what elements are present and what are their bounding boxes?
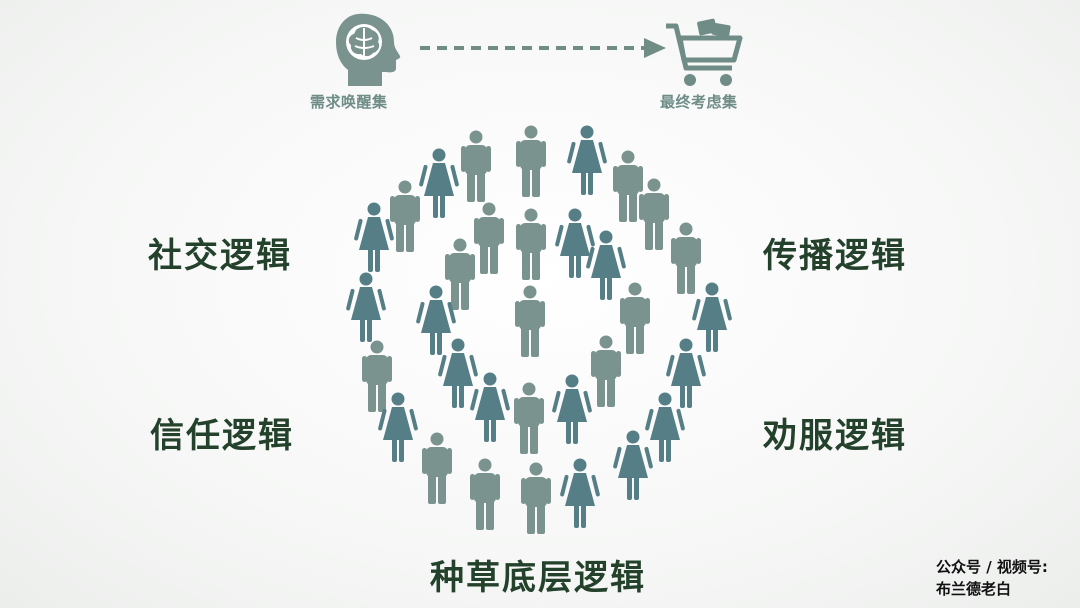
male-person-icon [639,178,669,250]
male-person-icon [474,202,504,274]
female-person-icon [416,285,456,355]
male-person-icon [470,458,500,530]
final-consideration-label: 最终考虑集 [660,93,738,111]
male-person-icon [362,340,392,412]
female-person-icon [438,338,478,408]
male-person-icon [514,382,544,454]
female-person-icon [567,125,607,195]
male-person-icon [461,130,491,202]
male-person-icon [620,282,650,354]
female-person-icon [645,392,685,462]
female-person-icon [666,338,706,408]
bottom-logic-title: 种草底层逻辑 [430,558,646,598]
watermark: 公众号 / 视频号: 布兰德老白 [936,556,1048,600]
female-person-icon [555,208,595,278]
male-person-icon [591,335,621,407]
male-person-icon [671,222,701,294]
male-person-icon [613,150,643,222]
female-person-icon [552,374,592,444]
female-person-icon [586,230,626,300]
female-person-icon [470,372,510,442]
male-person-icon [516,125,546,197]
female-person-icon [560,458,600,528]
watermark-line2: 布兰德老白 [936,580,1012,598]
female-person-icon [692,282,732,352]
persuade-logic-label: 劝服逻辑 [763,416,907,456]
male-person-icon [515,285,545,357]
social-logic-label: 社交逻辑 [148,236,292,276]
female-person-icon [613,430,653,500]
male-person-icon [516,208,546,280]
spread-logic-label: 传播逻辑 [763,236,907,276]
female-person-icon [346,272,386,342]
male-person-icon [390,180,420,252]
male-person-icon [422,432,452,504]
female-person-icon [419,148,459,218]
male-person-icon [521,462,551,534]
trust-logic-label: 信任逻辑 [150,416,294,456]
demand-awakening-label: 需求唤醒集 [310,93,388,111]
male-person-icon [445,238,475,310]
dashed-arrow-icon [418,36,668,60]
head-brain-icon [328,8,404,88]
shopping-cart-icon [664,18,744,90]
female-person-icon [378,392,418,462]
watermark-line1: 公众号 / 视频号: [936,558,1048,576]
female-person-icon [354,202,394,272]
